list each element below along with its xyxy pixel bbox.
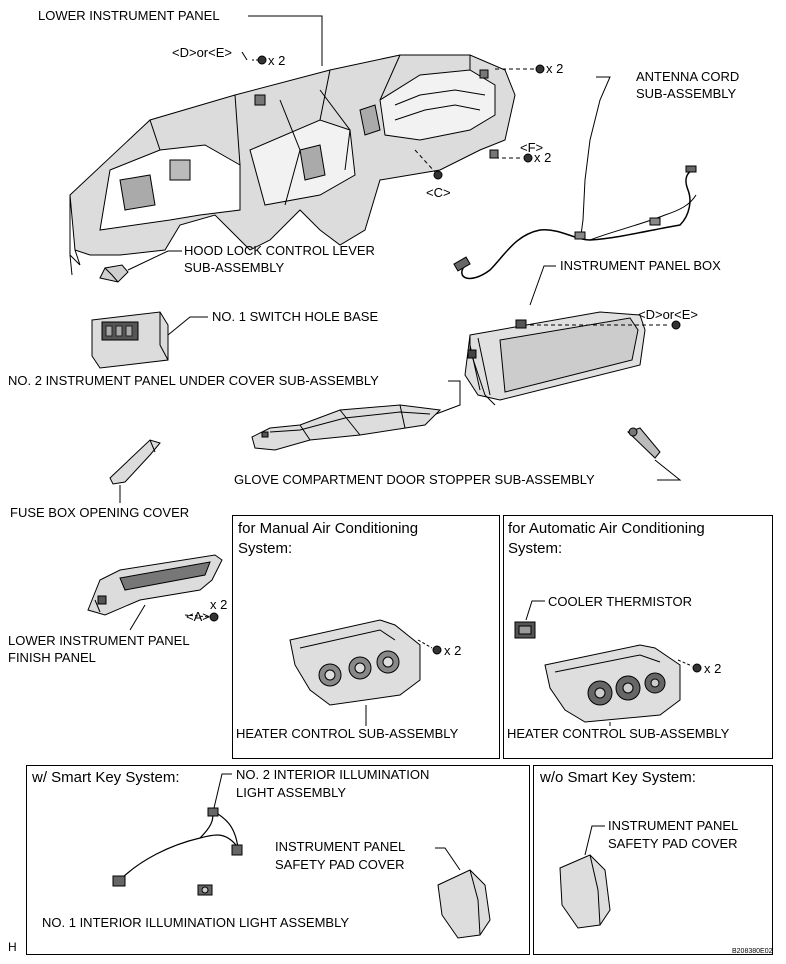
title-auto-ac-2: System: — [508, 540, 563, 557]
label-f-marker: <F> — [520, 140, 544, 155]
label-safety-pad-smart-2: SAFETY PAD COVER — [275, 857, 405, 872]
title-manual-ac-1: for Manual Air Conditioning — [238, 520, 419, 537]
label-x2-top-left: x 2 — [268, 53, 286, 68]
corner-marker-h: H — [8, 940, 17, 954]
hood-lock-lever-drawing — [99, 264, 129, 283]
title-manual-ac-2: System: — [238, 540, 293, 557]
label-lower-finish-panel-1: LOWER INSTRUMENT PANEL — [8, 633, 190, 648]
label-x2-top-right: x 2 — [546, 61, 564, 76]
label-hood-lock-2: SUB-ASSEMBLY — [184, 260, 285, 275]
fuse-box-cover-drawing — [109, 439, 161, 485]
label-heater-control-manual: HEATER CONTROL SUB-ASSEMBLY — [236, 726, 459, 741]
auto-ac-box — [503, 515, 773, 759]
smart-key-box — [26, 765, 530, 955]
label-c-marker: <C> — [426, 185, 451, 200]
label-no2-under-cover: NO. 2 INSTRUMENT PANEL UNDER COVER SUB-A… — [8, 373, 379, 388]
label-no2-interior-light-1: NO. 2 INTERIOR ILLUMINATION — [236, 767, 430, 782]
cooler-thermistor-drawing — [514, 621, 536, 639]
label-antenna-cord-2: SUB-ASSEMBLY — [636, 86, 737, 101]
door-stopper-drawing — [627, 427, 661, 459]
label-heater-control-auto: HEATER CONTROL SUB-ASSEMBLY — [507, 726, 730, 741]
title-smart-key: w/ Smart Key System: — [32, 769, 180, 786]
heater-control-auto-drawing — [544, 644, 681, 723]
label-a-marker: <A> — [186, 609, 210, 624]
label-safety-pad-smart-1: INSTRUMENT PANEL — [275, 839, 406, 854]
finish-panel-drawing — [87, 554, 223, 616]
label-x2-a: x 2 — [210, 597, 228, 612]
safety-pad-nosmart-drawing — [559, 854, 611, 929]
safety-pad-smart-drawing — [437, 869, 491, 939]
label-d-or-e-top: <D>or<E> — [172, 45, 232, 60]
heater-control-manual-drawing — [289, 619, 421, 706]
title-no-smart-key: w/o Smart Key System: — [540, 769, 696, 786]
label-lower-instrument-panel: LOWER INSTRUMENT PANEL — [38, 8, 220, 23]
label-hood-lock-1: HOOD LOCK CONTROL LEVER — [184, 243, 375, 258]
label-no1-interior-light: NO. 1 INTERIOR ILLUMINATION LIGHT ASSEMB… — [42, 915, 350, 930]
under-cover-drawing — [251, 404, 442, 451]
label-safety-pad-nosmart-1: INSTRUMENT PANEL — [608, 818, 739, 833]
antenna-cord-drawing — [453, 165, 697, 280]
lower-instrument-panel-drawing — [69, 54, 516, 276]
figure-code: B208380E02 — [732, 948, 773, 955]
label-fuse-box-cover: FUSE BOX OPENING COVER — [10, 505, 190, 520]
label-x2-auto: x 2 — [704, 661, 722, 676]
label-cooler-thermistor: COOLER THERMISTOR — [548, 594, 692, 609]
label-x2-manual: x 2 — [444, 643, 462, 658]
label-d-or-e-box: <D>or<E> — [638, 307, 698, 322]
interior-light-harness-drawing — [112, 807, 243, 896]
label-safety-pad-nosmart-2: SAFETY PAD COVER — [608, 836, 738, 851]
instrument-panel-box-drawing — [464, 311, 646, 406]
label-glove-stopper: GLOVE COMPARTMENT DOOR STOPPER SUB-ASSEM… — [234, 472, 595, 487]
label-no2-interior-light-2: LIGHT ASSEMBLY — [236, 785, 347, 800]
no-smart-key-box — [533, 765, 773, 955]
title-auto-ac-1: for Automatic Air Conditioning — [508, 520, 705, 537]
label-no1-switch-hole-base: NO. 1 SWITCH HOLE BASE — [212, 309, 379, 324]
label-x2-f: x 2 — [534, 150, 552, 165]
switch-hole-base-drawing — [91, 311, 169, 369]
label-antenna-cord-1: ANTENNA CORD — [636, 69, 740, 84]
manual-ac-box — [232, 515, 500, 759]
label-instrument-panel-box: INSTRUMENT PANEL BOX — [560, 258, 721, 273]
label-lower-finish-panel-2: FINISH PANEL — [8, 650, 96, 665]
